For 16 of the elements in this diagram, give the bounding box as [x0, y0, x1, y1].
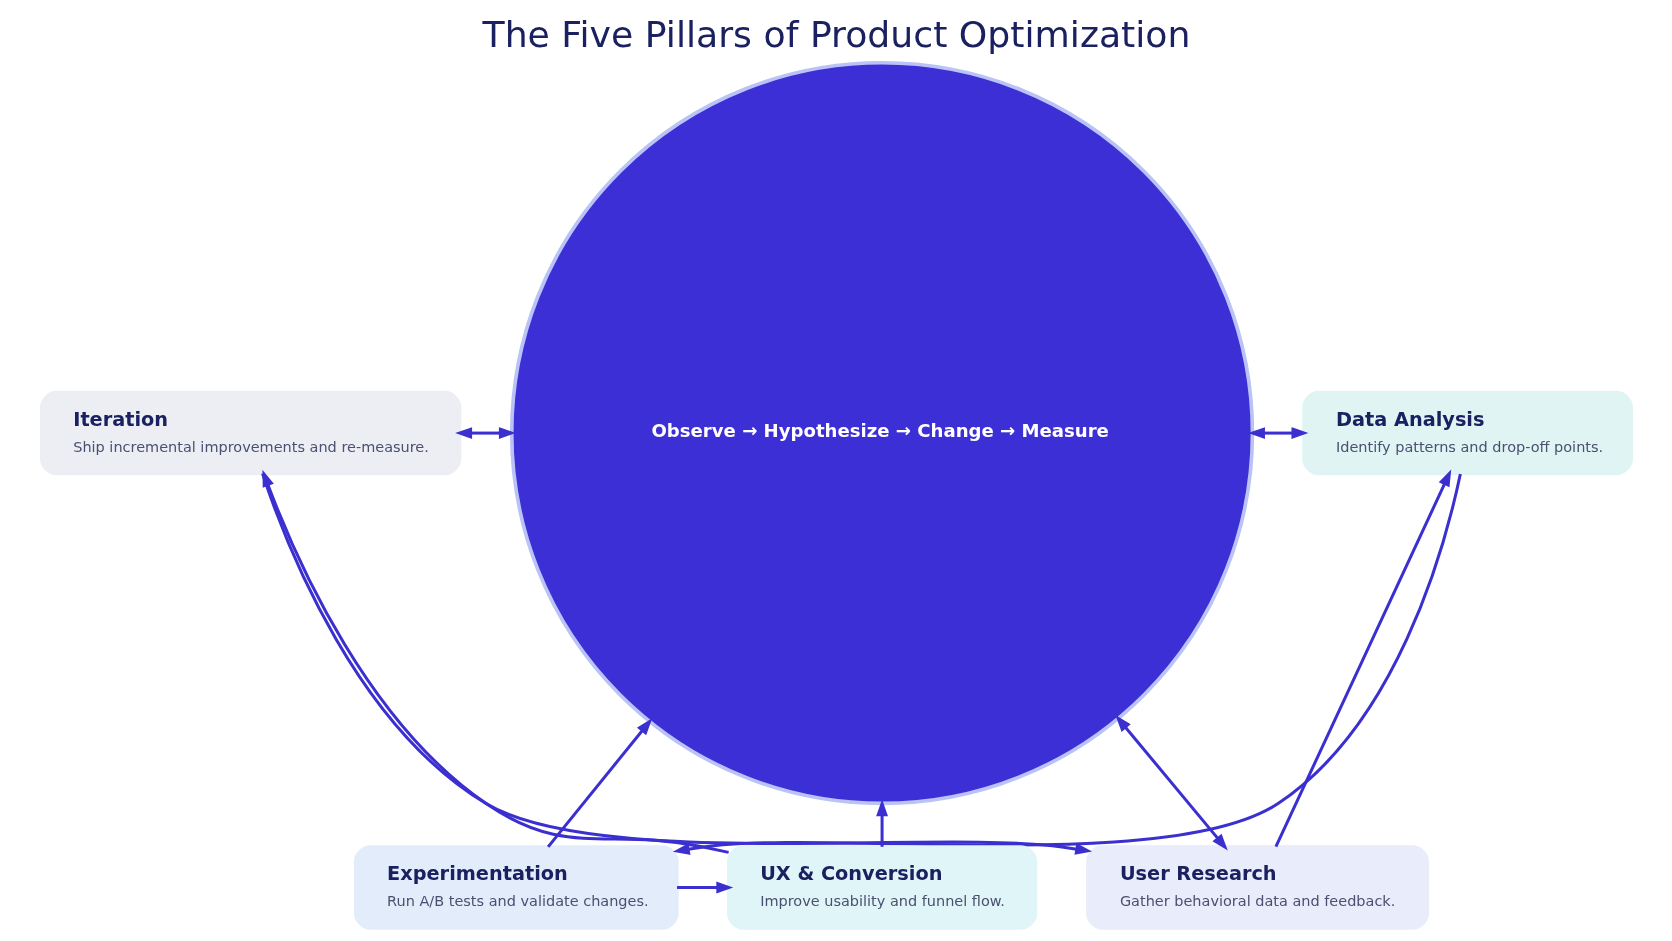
- node-circle: Observe → Hypothesize → Change → Measure: [509, 60, 1254, 806]
- arrow: [454, 427, 516, 439]
- arrow: [1114, 715, 1228, 851]
- arrow: [875, 799, 888, 847]
- arrow: [546, 718, 652, 848]
- arrow: [1274, 469, 1451, 848]
- node-box: Experimentation Run A/B tests and validate changes.: [353, 845, 679, 930]
- arrow: [672, 473, 1462, 855]
- node-box: Iteration Ship incremental improvements and re-measure.: [39, 390, 461, 476]
- arrow: [260, 473, 1092, 855]
- node-box: User Research Gather behavioral data and feedback.: [1085, 845, 1429, 930]
- arrow: [1247, 427, 1308, 439]
- node-box: Data Analysis Identify patterns and drop-off points.: [1301, 390, 1633, 476]
- node-box: UX & Conversion Improve usability and funnel flow.: [726, 845, 1037, 930]
- arrow: [676, 881, 733, 894]
- diagram-title: The Five Pillars of Product Optimization: [482, 12, 1190, 56]
